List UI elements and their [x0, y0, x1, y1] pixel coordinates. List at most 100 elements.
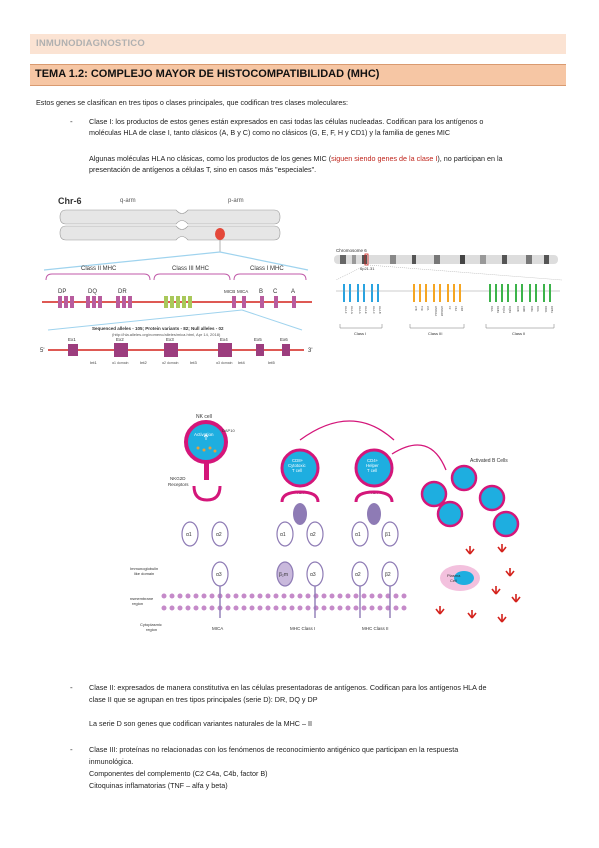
topic-title: TEMA 1.2: COMPLEJO MAYOR DE HISTOCOMPATI… — [35, 68, 380, 80]
q-arm-label: q-arm — [120, 198, 136, 204]
map-class3-label: Class III — [428, 331, 442, 336]
class2-gene-blocks — [58, 296, 132, 308]
class1-gene-blocks — [232, 296, 296, 308]
class3-gene-0: LTB — [414, 306, 418, 311]
transmembrane-line2: region — [132, 601, 143, 606]
gene-a: A — [291, 289, 295, 295]
class2-gene-5: DMB — [522, 306, 526, 312]
intron-4: Int4 — [238, 360, 245, 365]
cd8-line1: CD8+ — [292, 458, 304, 463]
plasma-line1: Plasma — [447, 573, 461, 578]
chromosome6-label: Chromosome 6 — [336, 248, 367, 253]
class3-line4: Citoquinas inflamatorias (TNF – alfa y b… — [89, 781, 228, 790]
intron-2: Int2 — [140, 360, 147, 365]
exon-domain-2: α2 domain — [162, 361, 178, 365]
class2-gene-7: DOA — [536, 306, 540, 312]
mhc2-beta1: β1 — [385, 532, 391, 538]
class3-line1: Clase III: proteínas no relacionadas con… — [89, 745, 459, 754]
activation-label: Activation — [194, 432, 214, 437]
prime3-label: 3' — [308, 348, 312, 354]
band-label: 6p21.31 — [360, 266, 375, 271]
class3-gene-2: LTA — [426, 306, 430, 311]
mhc1-alpha1: α1 — [280, 532, 286, 538]
prime5-label: 5' — [40, 348, 44, 354]
bullet-class3: - — [70, 745, 73, 754]
antibodies — [435, 544, 521, 623]
gene-b: B — [259, 289, 263, 295]
exon-blocks — [68, 343, 290, 357]
class1-gene-5: HLA-B — [378, 306, 382, 314]
class3-gene-5: C2 — [448, 306, 452, 310]
exon-5: Ex5 — [254, 337, 262, 342]
class1-gene-1: HLA-G — [350, 306, 354, 314]
exon-domain-1: α1 domain — [112, 361, 128, 365]
class1-gene-3: HLA-E — [364, 306, 368, 314]
exon-1: Ex1 — [68, 337, 76, 342]
transmembrane-line1: Transmembrane — [130, 596, 154, 601]
class3-gene-4: HSPA1B — [440, 306, 444, 316]
gene-micb: MICB — [224, 289, 235, 294]
intron-1: Int1 — [90, 360, 97, 365]
class3-gene-6: C4A — [454, 306, 458, 311]
bullet-class2: - — [70, 683, 73, 692]
class1-note-b: ), no participan en la — [437, 154, 503, 163]
plasma-line2: Cell — [450, 578, 457, 583]
chr6-label: Chr-6 — [58, 196, 82, 206]
class1-gene-0: HLA-F — [344, 306, 348, 314]
mica-alpha2: α2 — [216, 532, 222, 538]
transmembrane-stalks — [219, 586, 391, 618]
class1-gene-4: HLA-C — [372, 306, 376, 314]
course-header: INMUNODIAGNOSTICO — [30, 34, 566, 54]
exon-domain-3: α3 domain — [216, 361, 232, 365]
class3-gene-1: TNF — [420, 306, 424, 311]
cd8-line3: T cell — [292, 468, 302, 473]
mhc1-alpha3: α3 — [310, 572, 316, 578]
mhc-class2-label: MHC Class II — [362, 626, 389, 631]
nkg2d-line1: NKG2D — [170, 476, 186, 481]
topic-banner: TEMA 1.2: COMPLEJO MAYOR DE HISTOCOMPATI… — [30, 64, 566, 86]
cytoplasmic-line1: Cytoplasmic — [140, 622, 162, 627]
activated-b-label: Activated B Cells — [470, 458, 508, 464]
mhc1-alpha2: α2 — [310, 532, 316, 538]
class2-line2: clase II que se agrupan en tres tipos pr… — [89, 695, 318, 704]
course-title: INMUNODIAGNOSTICO — [36, 38, 145, 49]
class2-gene-3: DQB1 — [508, 306, 512, 314]
intro-paragraph: Estos genes se clasifican en tres tipos … — [36, 98, 349, 107]
gene-dp: DP — [58, 289, 66, 295]
class3-gene-7: C4B — [460, 306, 464, 311]
mhc2-alpha2: α2 — [355, 572, 361, 578]
map-class2-label: Class II — [512, 331, 525, 336]
gene-dq: DQ — [88, 289, 97, 295]
class1-note-a: Algunas moléculas HLA no clásicas, como … — [89, 154, 332, 163]
mica-alpha3: α3 — [216, 572, 222, 578]
class2-gene-bars — [489, 284, 551, 302]
class1-note-red: siguen siendo genes de la clase I — [331, 154, 438, 163]
map-class1-label: Class I — [354, 331, 366, 336]
class2-gene-9: DPB1 — [550, 306, 554, 313]
cd4-line1: CD4+ — [367, 458, 379, 463]
class1-gene-bars — [343, 284, 379, 302]
membrane-bilayer — [161, 593, 407, 611]
class1-line2: moléculas HLA de clase I, tanto clásicos… — [89, 128, 451, 137]
intron-5: Int5 — [268, 360, 275, 365]
class2-note: La serie D son genes que codifican varia… — [89, 719, 312, 728]
exon-4: Ex4 — [220, 337, 228, 342]
class1-note-line2: presentación de antígenos a células T, s… — [89, 165, 317, 174]
seq-line1: Sequenced alleles - 105; Protein variant… — [92, 326, 224, 331]
class1-mhc-label: Class I MHC — [250, 266, 284, 272]
mhc2-alpha1: α1 — [355, 532, 361, 538]
intron-3: Int3 — [190, 360, 197, 365]
gene-mica: MICA — [237, 289, 248, 294]
ig-like-line2: like domain — [134, 571, 154, 576]
class2-gene-4: DOB — [516, 306, 520, 312]
mica-label: MICA — [212, 626, 223, 631]
chromosome-bands — [334, 255, 558, 264]
class3-line2: inmunológica. — [89, 757, 134, 766]
class1-gene-2: HLA-A — [358, 306, 362, 314]
ig-like-line1: Immunoglobulin — [130, 566, 158, 571]
